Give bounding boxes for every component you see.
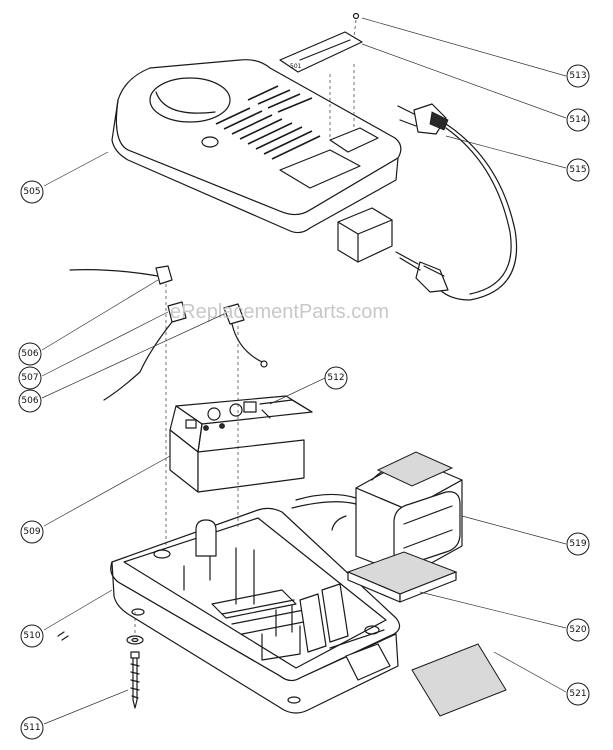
upper-housing <box>111 59 402 263</box>
svg-text:520: 520 <box>569 625 586 635</box>
leader-lines <box>41 17 567 725</box>
callout-505: 505 <box>20 180 44 204</box>
transformer <box>291 451 463 577</box>
svg-text:521: 521 <box>569 689 586 699</box>
svg-text:511: 511 <box>23 723 40 733</box>
svg-text:510: 510 <box>23 631 40 641</box>
callout-506-top: 506 <box>18 342 42 366</box>
screw-511 <box>126 635 144 709</box>
pcb-components <box>185 401 271 431</box>
insulation-pad <box>346 551 458 603</box>
callout-513: 513 <box>566 64 590 88</box>
svg-text:512: 512 <box>327 373 344 383</box>
callout-507: 507 <box>18 366 42 390</box>
svg-text:506: 506 <box>21 396 38 406</box>
screw-513 <box>352 12 360 20</box>
svg-text:507: 507 <box>21 373 38 383</box>
svg-text:505: 505 <box>23 187 40 197</box>
callout-521: 521 <box>566 682 590 706</box>
svg-text:515: 515 <box>569 165 586 175</box>
wire-assembly <box>69 265 268 401</box>
svg-text:519: 519 <box>569 539 586 549</box>
callout-515: 515 <box>566 158 590 182</box>
svg-text:506: 506 <box>21 349 38 359</box>
insulation-sheet <box>411 643 507 717</box>
callout-511: 511 <box>20 716 44 740</box>
lower-housing <box>110 507 401 714</box>
callout-519: 519 <box>566 532 590 556</box>
vent-slots <box>215 85 321 160</box>
svg-text:513: 513 <box>569 71 586 81</box>
callout-506-bottom: 506 <box>18 389 42 413</box>
circuit-board <box>169 395 313 493</box>
callout-512: 512 <box>324 366 348 390</box>
label-plate: 501 <box>279 31 363 73</box>
small-clip <box>57 631 69 641</box>
callout-514: 514 <box>566 108 590 132</box>
internal-ribs <box>153 519 385 661</box>
callout-520: 520 <box>566 618 590 642</box>
callout-509: 509 <box>20 520 44 544</box>
svg-text:514: 514 <box>569 115 586 125</box>
power-cord <box>395 103 518 301</box>
label-plate-text: 501 <box>290 63 302 70</box>
callout-510: 510 <box>20 624 44 648</box>
watermark-text: eReplacementParts.com <box>170 301 389 323</box>
svg-text:509: 509 <box>23 527 40 537</box>
